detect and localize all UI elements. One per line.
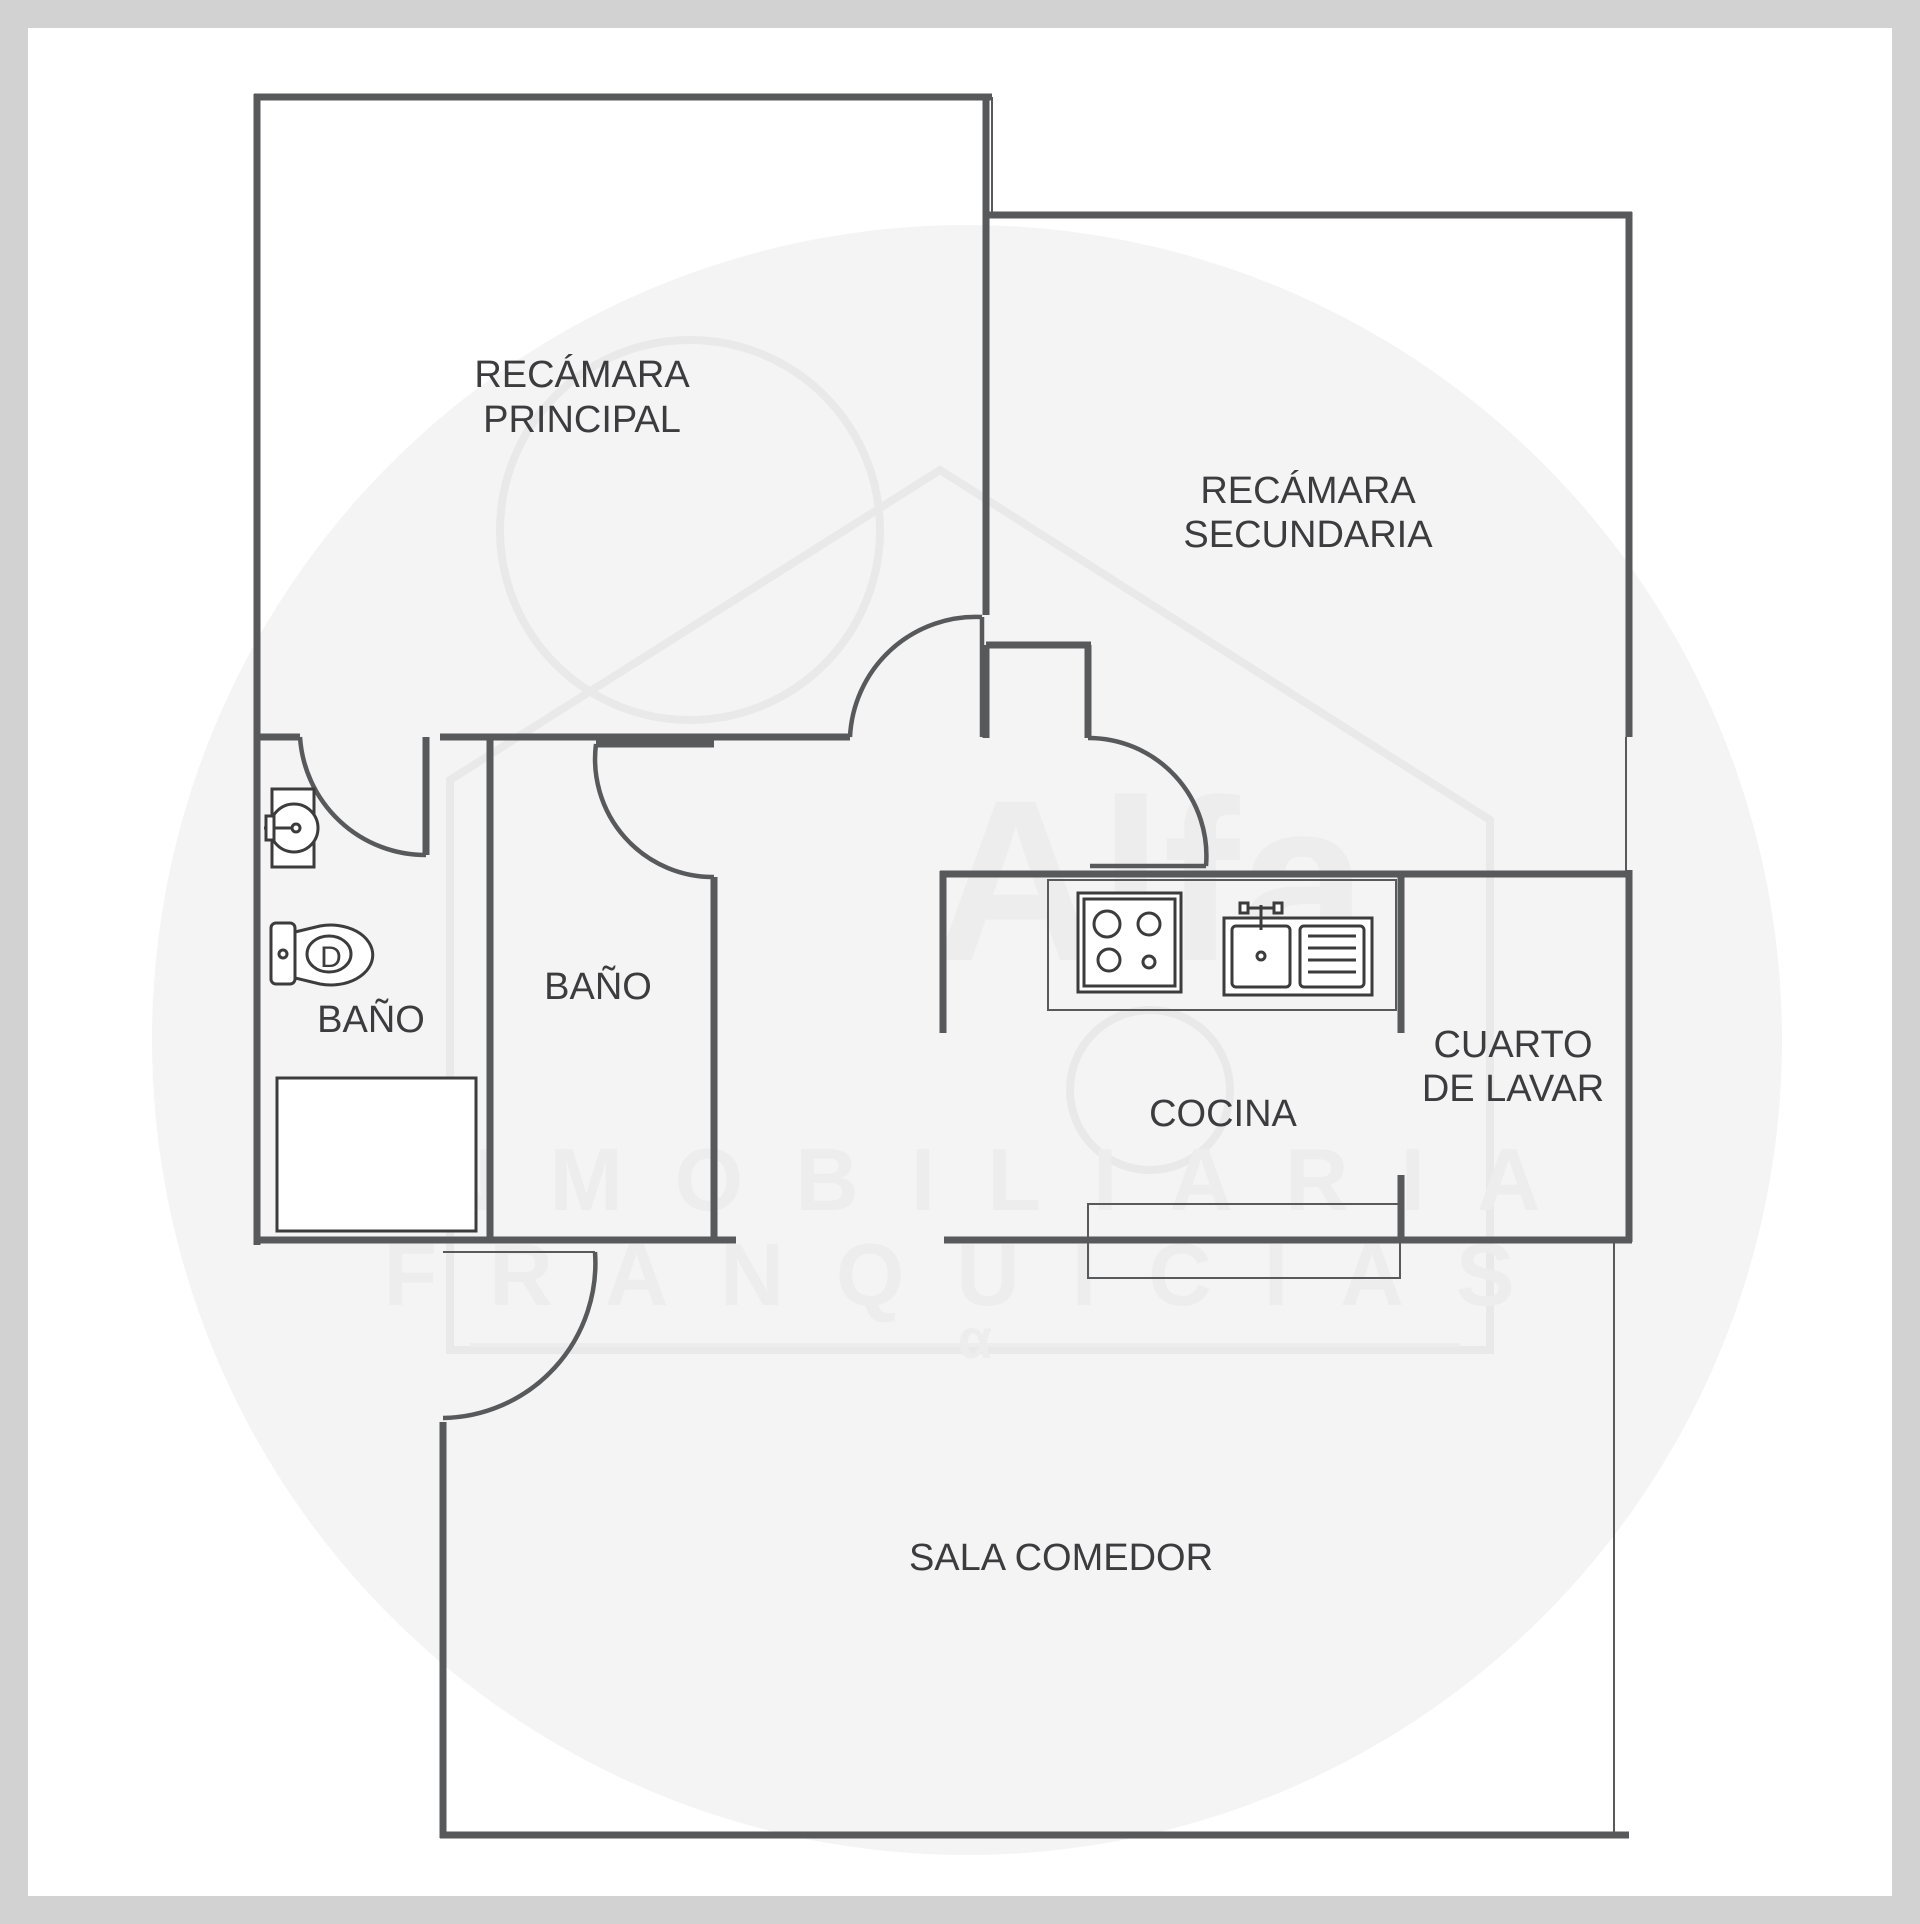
watermark-circle bbox=[152, 225, 1782, 1855]
label-master-bedroom-line1: RECÁMARA bbox=[474, 353, 690, 396]
label-laundry-line1: CUARTO bbox=[1433, 1024, 1592, 1066]
fixtures: D bbox=[264, 787, 1401, 1279]
kitchen-sink-icon bbox=[1222, 901, 1374, 997]
door-swing-icon bbox=[297, 736, 427, 858]
toilet-icon: D bbox=[269, 921, 375, 987]
kitchen-counter bbox=[1047, 879, 1397, 1011]
door-swing-icon bbox=[1087, 735, 1209, 867]
label-bathroom-center: BAÑO bbox=[544, 965, 652, 1008]
door-swing-icon bbox=[442, 1251, 598, 1421]
label-bathroom-left: BAÑO bbox=[317, 998, 425, 1041]
label-laundry-line2: DE LAVAR bbox=[1422, 1068, 1604, 1110]
svg-text:D: D bbox=[320, 941, 342, 974]
laundry-counter bbox=[1087, 1203, 1401, 1279]
room-labels: RECÁMARA PRINCIPAL RECÁMARA SECUNDARIA B… bbox=[317, 353, 1604, 1579]
label-second-bedroom-line2: SECUNDARIA bbox=[1183, 514, 1433, 556]
door-swing-icon bbox=[847, 614, 983, 738]
doors bbox=[297, 614, 1209, 1421]
label-kitchen: COCINA bbox=[1149, 1093, 1297, 1135]
stove-icon bbox=[1076, 891, 1183, 994]
label-master-bedroom-line2: PRINCIPAL bbox=[483, 399, 681, 441]
watermark-line1: INMOBILIARIA bbox=[357, 1130, 1592, 1229]
label-second-bedroom-line1: RECÁMARA bbox=[1200, 469, 1416, 512]
sink-icon bbox=[264, 787, 320, 869]
label-living-dining: SALA COMEDOR bbox=[909, 1537, 1213, 1579]
watermark-alpha-mark: α bbox=[958, 1307, 992, 1370]
walls bbox=[253, 93, 1633, 1839]
door-swing-icon bbox=[592, 743, 715, 880]
shower-tray-icon bbox=[275, 1076, 478, 1233]
